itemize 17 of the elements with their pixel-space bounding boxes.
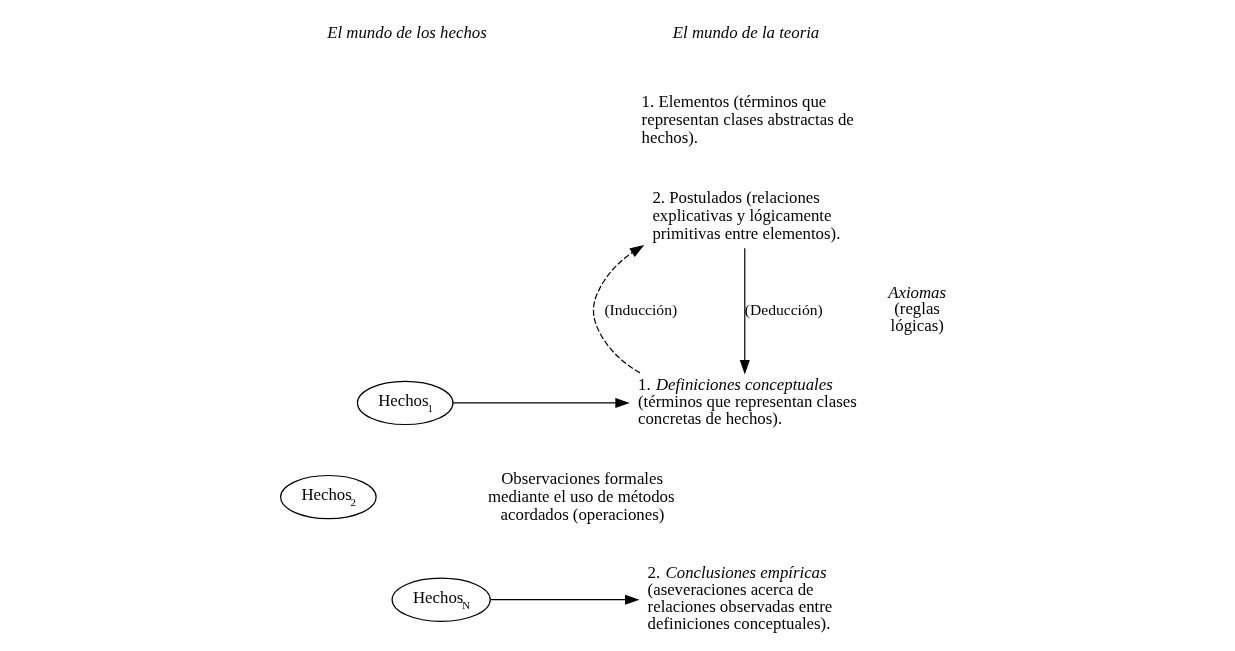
arrow [489, 594, 640, 605]
arrow [592, 245, 645, 374]
edge-label: (Deducción) [744, 300, 823, 318]
label: El mundo de la teoria [672, 22, 820, 42]
node-ellipse: Hechos$_{1}$ [356, 380, 454, 426]
node-text: 2. Conclusiones empíricas (aseveraciones acerca de relaciones observadas entre definiciones conceptuales). [647, 563, 833, 633]
node-text: 1. Elementos (términos que representan clases abstractas de hechos). [641, 91, 854, 147]
node-text: 2. Postulados (relaciones explicativas y lógicamente primitivas entre elementos). [652, 187, 841, 243]
label: Axiomas (reglas lógicas) [888, 282, 947, 336]
arrow [739, 247, 750, 375]
node-ellipse: Hechos$_{2}$ [280, 474, 377, 520]
node-text: 1. Definiciones conceptuales (términos que representan clases concretas de hechos). [637, 374, 857, 428]
label: El mundo de los hechos [327, 22, 487, 42]
label: Observaciones formales mediante el uso de métodos acordados (operaciones) [487, 468, 675, 524]
arrow [452, 397, 630, 408]
node-ellipse: Hechos$_{N}$ [391, 577, 491, 622]
edge-label: (Inducción) [604, 300, 678, 318]
